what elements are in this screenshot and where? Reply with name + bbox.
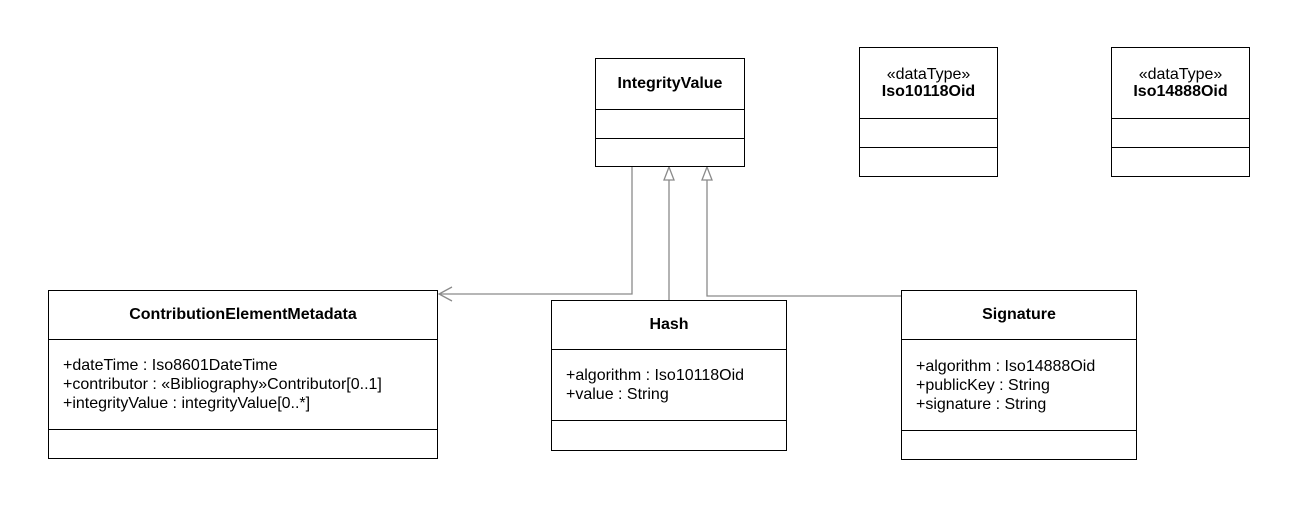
class-signature-operations xyxy=(902,431,1136,459)
class-iso10118oid[interactable]: «dataType» Iso10118Oid xyxy=(859,47,998,177)
association-integrityvalue-to-contributionelementmetadata xyxy=(440,166,633,295)
class-contributionelementmetadata[interactable]: ContributionElementMetadata +dateTime : … xyxy=(48,290,438,459)
class-contributionelementmetadata-operations xyxy=(49,430,437,458)
generalization-signature-to-integrityvalue xyxy=(706,180,901,297)
class-signature-attributes: +algorithm : Iso14888Oid +publicKey : St… xyxy=(902,340,1136,431)
class-hash-header: Hash xyxy=(552,301,786,350)
class-iso10118oid-header: «dataType» Iso10118Oid xyxy=(860,48,997,119)
class-signature[interactable]: Signature +algorithm : Iso14888Oid +publ… xyxy=(901,290,1137,460)
class-contributionelementmetadata-attributes: +dateTime : Iso8601DateTime +contributor… xyxy=(49,340,437,430)
attribute-value: +value : String xyxy=(566,386,669,403)
class-hash-name: Hash xyxy=(649,316,689,333)
class-iso14888oid-operations xyxy=(1112,148,1249,176)
attribute-integrityvalue: +integrityValue : integrityValue[0..*] xyxy=(63,395,311,412)
class-contributionelementmetadata-header: ContributionElementMetadata xyxy=(49,291,437,340)
attribute-contributor: +contributor : «Bibliography»Contributor… xyxy=(63,376,382,393)
class-hash-attributes: +algorithm : Iso10118Oid +value : String xyxy=(552,350,786,421)
class-signature-header: Signature xyxy=(902,291,1136,340)
class-hash-operations xyxy=(552,421,786,450)
class-integrityvalue-attributes xyxy=(596,110,744,139)
attribute-algorithm: +algorithm : Iso10118Oid xyxy=(566,367,745,384)
class-integrityvalue[interactable]: IntegrityValue xyxy=(595,58,745,167)
association-arrowhead-icon xyxy=(437,286,453,302)
attribute-signature: +signature : String xyxy=(916,395,1047,413)
generalization-signature-triangle-icon xyxy=(701,165,713,181)
attribute-algorithm: +algorithm : Iso14888Oid xyxy=(916,357,1096,375)
generalization-hash-triangle-icon xyxy=(663,165,675,181)
class-hash[interactable]: Hash +algorithm : Iso10118Oid +value : S… xyxy=(551,300,787,451)
class-integrityvalue-header: IntegrityValue xyxy=(596,59,744,110)
class-integrityvalue-operations xyxy=(596,139,744,166)
class-iso10118oid-operations xyxy=(860,148,997,176)
attribute-datetime: +dateTime : Iso8601DateTime xyxy=(63,357,278,374)
class-iso10118oid-stereotype: «dataType» xyxy=(886,65,971,83)
attribute-publickey: +publicKey : String xyxy=(916,376,1050,394)
class-iso14888oid[interactable]: «dataType» Iso14888Oid xyxy=(1111,47,1250,177)
class-integrityvalue-name: IntegrityValue xyxy=(617,75,723,92)
class-iso14888oid-attributes xyxy=(1112,119,1249,148)
class-iso14888oid-name: Iso14888Oid xyxy=(1133,82,1228,100)
class-iso14888oid-stereotype: «dataType» xyxy=(1138,65,1223,83)
class-iso10118oid-attributes xyxy=(860,119,997,148)
class-contributionelementmetadata-name: ContributionElementMetadata xyxy=(129,306,357,323)
class-signature-name: Signature xyxy=(982,306,1056,323)
class-iso14888oid-header: «dataType» Iso14888Oid xyxy=(1112,48,1249,119)
class-iso10118oid-name: Iso10118Oid xyxy=(881,82,976,100)
